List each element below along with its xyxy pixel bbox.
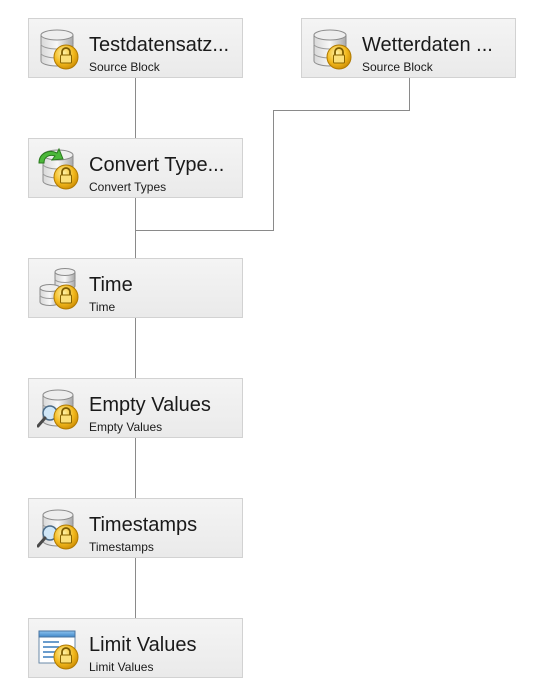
block-title: Wetterdaten ... xyxy=(362,34,493,56)
database-search-lock-icon xyxy=(37,507,81,551)
database-lock-icon xyxy=(310,27,354,71)
window-list-lock-icon xyxy=(37,627,81,671)
block-title: Convert Type... xyxy=(89,154,225,176)
block-limit-values[interactable]: Limit Values Limit Values xyxy=(28,618,243,678)
block-convert-types[interactable]: Convert Type... Convert Types xyxy=(28,138,243,198)
block-subtitle: Time xyxy=(89,300,116,314)
block-subtitle: Timestamps xyxy=(89,540,154,554)
block-testdatensatz[interactable]: Testdatensatz... Source Block xyxy=(28,18,243,78)
block-wetterdaten[interactable]: Wetterdaten ... Source Block xyxy=(301,18,516,78)
block-title: Time xyxy=(89,274,133,296)
block-subtitle: Limit Values xyxy=(89,660,154,674)
block-title: Empty Values xyxy=(89,394,211,416)
block-subtitle: Source Block xyxy=(89,60,160,74)
block-title: Limit Values xyxy=(89,634,197,656)
block-subtitle: Empty Values xyxy=(89,420,163,434)
database-stack-lock-icon xyxy=(37,267,81,311)
database-convert-lock-icon xyxy=(37,147,81,191)
database-lock-icon xyxy=(37,27,81,71)
database-search-lock-icon xyxy=(37,387,81,431)
block-title: Testdatensatz... xyxy=(89,34,230,56)
block-title: Timestamps xyxy=(89,514,198,536)
block-subtitle: Source Block xyxy=(362,60,433,74)
block-subtitle: Convert Types xyxy=(89,180,167,194)
block-empty-values[interactable]: Empty Values Empty Values xyxy=(28,378,243,438)
block-time[interactable]: Time Time xyxy=(28,258,243,318)
block-timestamps[interactable]: Timestamps Timestamps xyxy=(28,498,243,558)
